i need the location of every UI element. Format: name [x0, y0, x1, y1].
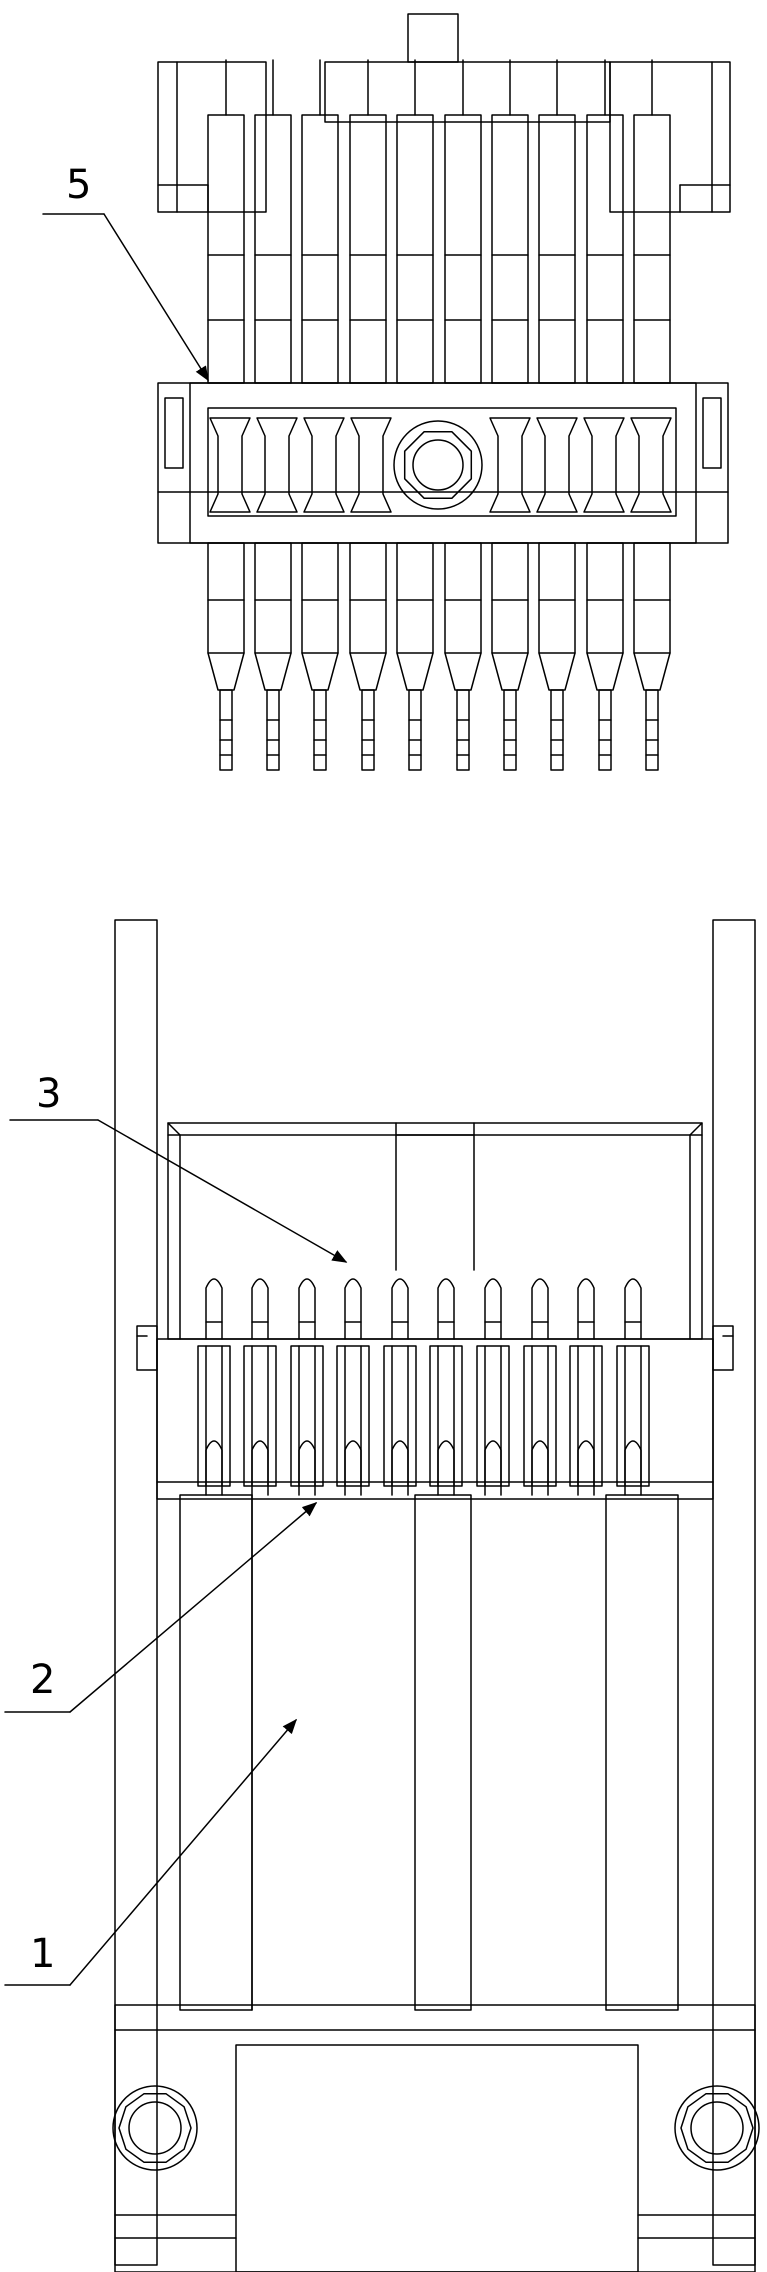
- fixture-pin-5: [383, 1278, 417, 1496]
- bottom-view-fixture: [112, 919, 760, 2272]
- right-rail: [712, 919, 756, 2266]
- crossbar: [136, 1325, 734, 1500]
- top-view-connector: [157, 13, 731, 771]
- fixture-pin-1: [197, 1278, 231, 1496]
- slot-cell-1: [209, 417, 251, 513]
- vertical-plates: [179, 1494, 679, 2011]
- pin-5: [396, 59, 434, 771]
- slot-cell-3: [303, 417, 345, 513]
- pin-2: [254, 59, 292, 771]
- slot-cell-6: [536, 417, 578, 513]
- center-nut: [393, 420, 483, 510]
- slot-cells: [209, 417, 672, 513]
- callout-2: 2: [4, 1502, 318, 1713]
- pin-1: [207, 59, 245, 771]
- carrier-block: [157, 382, 729, 544]
- label-2: 2: [30, 1657, 55, 1703]
- callout-1: 1: [4, 1718, 297, 1986]
- fixture-pin-10: [616, 1278, 650, 1496]
- pin-3: [301, 59, 339, 771]
- fixture-pin-3: [290, 1278, 324, 1496]
- left-ear: [157, 61, 267, 213]
- top-stub: [407, 13, 459, 63]
- pin-8: [538, 59, 576, 771]
- fixture-pin-9: [569, 1278, 603, 1496]
- label-3: 3: [36, 1071, 61, 1117]
- callout-5: 5: [42, 162, 209, 382]
- base-block: [114, 2004, 756, 2272]
- right-bolt: [674, 2085, 760, 2171]
- slot-cell-8: [630, 417, 672, 513]
- contact-pins-top: [207, 59, 671, 771]
- pin-7: [491, 59, 529, 771]
- label-1: 1: [30, 1931, 55, 1977]
- slot-cell-2: [256, 417, 298, 513]
- slot-cell-5: [489, 417, 531, 513]
- pin-10: [633, 59, 671, 771]
- upper-housing: [167, 1122, 703, 1340]
- left-rail: [114, 919, 158, 2266]
- pin-6: [444, 59, 482, 771]
- fixture-pin-6: [429, 1278, 463, 1496]
- slot-cell-7: [583, 417, 625, 513]
- left-bolt: [112, 2085, 198, 2171]
- callout-3: 3: [9, 1071, 348, 1263]
- slot-cell-4: [350, 417, 392, 513]
- fixture-pin-2: [243, 1278, 277, 1496]
- contact-pins-fixture: [197, 1278, 650, 1496]
- label-5: 5: [66, 162, 91, 208]
- pin-9: [586, 59, 624, 771]
- fixture-pin-8: [523, 1278, 557, 1496]
- fixture-pin-4: [336, 1278, 370, 1496]
- pin-4: [349, 59, 387, 771]
- fixture-pin-7: [476, 1278, 510, 1496]
